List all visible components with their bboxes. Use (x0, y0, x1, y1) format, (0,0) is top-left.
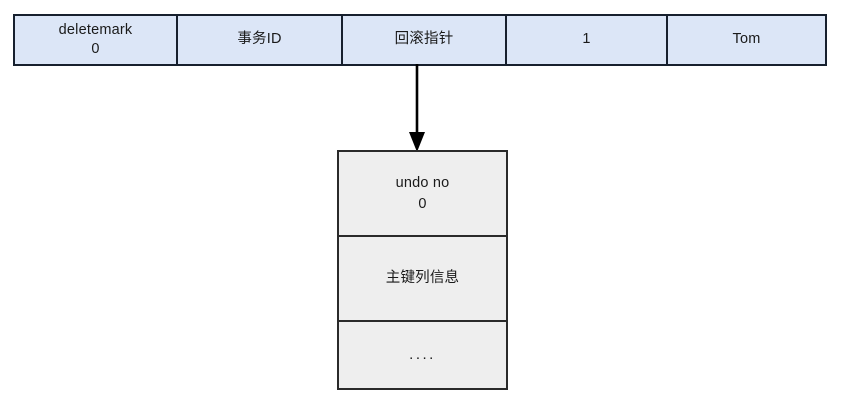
record-cell-roll-pointer-label: 回滚指针 (394, 31, 454, 48)
undo-cell-undo-no-label: undo no 0 (395, 174, 450, 212)
undo-cell-more: .... (339, 322, 506, 388)
record-cell-roll-pointer: 回滚指针 (343, 16, 507, 64)
record-cell-deletemark-label: deletemark 0 (58, 21, 133, 57)
record-cell-col-name: Tom (668, 16, 825, 64)
undo-cell-undo-no: undo no 0 (339, 152, 506, 237)
undo-log-record-box: undo no 0 主键列信息 .... (337, 150, 508, 390)
clustered-index-record-row: deletemark 0 事务ID 回滚指针 1 Tom (13, 14, 827, 66)
record-cell-col-id: 1 (507, 16, 668, 64)
record-cell-col-name-label: Tom (732, 31, 761, 48)
record-cell-deletemark: deletemark 0 (15, 16, 178, 64)
undo-cell-primary-key-info: 主键列信息 (339, 237, 506, 322)
record-cell-col-id-label: 1 (582, 31, 591, 48)
record-cell-trx-id: 事务ID (178, 16, 343, 64)
undo-cell-primary-key-info-label: 主键列信息 (385, 270, 460, 287)
roll-pointer-arrow-icon (409, 64, 425, 152)
record-cell-trx-id-label: 事务ID (237, 31, 282, 48)
undo-cell-more-label: .... (409, 346, 436, 364)
